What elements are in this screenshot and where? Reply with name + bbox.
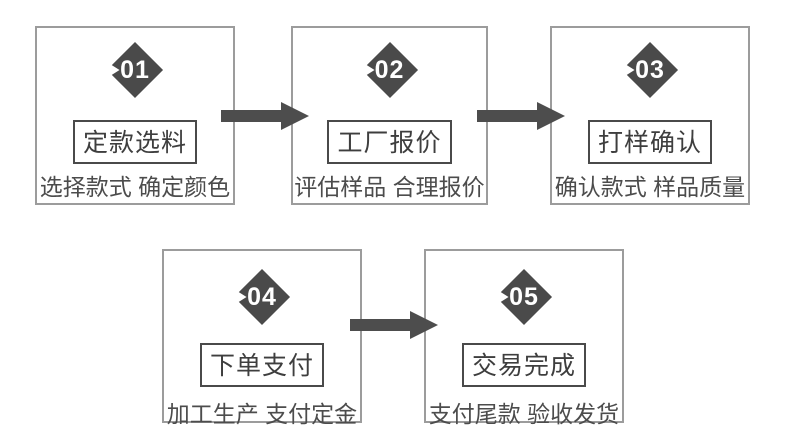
step-title: 定款选料	[82, 129, 187, 157]
arrow-right-icon	[477, 100, 565, 132]
step-title: 打样确认	[597, 129, 702, 157]
step-number: 05	[509, 282, 539, 311]
arrow-right-icon	[350, 309, 438, 341]
step-number: 01	[120, 55, 150, 84]
step-number: 02	[374, 55, 405, 84]
diamond-icon	[366, 41, 418, 99]
diamond-icon	[111, 41, 164, 99]
step-box-2: 02 工厂报价 评估样品 合理报价	[291, 26, 488, 205]
step-number: 04	[247, 282, 277, 311]
diamond-icon	[626, 41, 679, 99]
notched-diamond-badge: 05	[495, 268, 553, 326]
step-title-box: 下单支付	[199, 343, 324, 387]
step-box-4: 04 下单支付 加工生产 支付定金	[162, 249, 362, 427]
diamond-icon	[238, 268, 291, 326]
step-subtitle: 加工生产 支付定金	[166, 401, 358, 427]
step-box-5: 05 交易完成 支付尾款 验收发货	[424, 249, 624, 427]
step-title: 交易完成	[471, 352, 576, 380]
step-subtitle: 支付尾款 验收发货	[428, 401, 620, 427]
step-number: 03	[635, 55, 665, 84]
step-title-box: 打样确认	[587, 120, 712, 164]
notched-diamond-badge: 04	[233, 268, 291, 326]
step-box-3: 03 打样确认 确认款式 样品质量	[550, 26, 750, 205]
step-title-box: 定款选料	[72, 120, 197, 164]
step-box-1: 01 定款选料 选择款式 确定颜色	[35, 26, 235, 205]
notched-diamond-badge: 02	[361, 41, 419, 99]
notched-diamond-badge: 03	[621, 41, 679, 99]
diamond-icon	[500, 268, 553, 326]
step-subtitle: 确认款式 样品质量	[554, 174, 746, 200]
step-title: 下单支付	[209, 352, 314, 380]
arrow-right-icon	[221, 100, 309, 132]
notched-diamond-badge: 01	[106, 41, 164, 99]
step-title-box: 工厂报价	[327, 120, 452, 164]
step-subtitle: 选择款式 确定颜色	[39, 174, 231, 200]
step-title: 工厂报价	[337, 129, 442, 157]
step-title-box: 交易完成	[461, 343, 586, 387]
step-subtitle: 评估样品 合理报价	[294, 174, 485, 200]
